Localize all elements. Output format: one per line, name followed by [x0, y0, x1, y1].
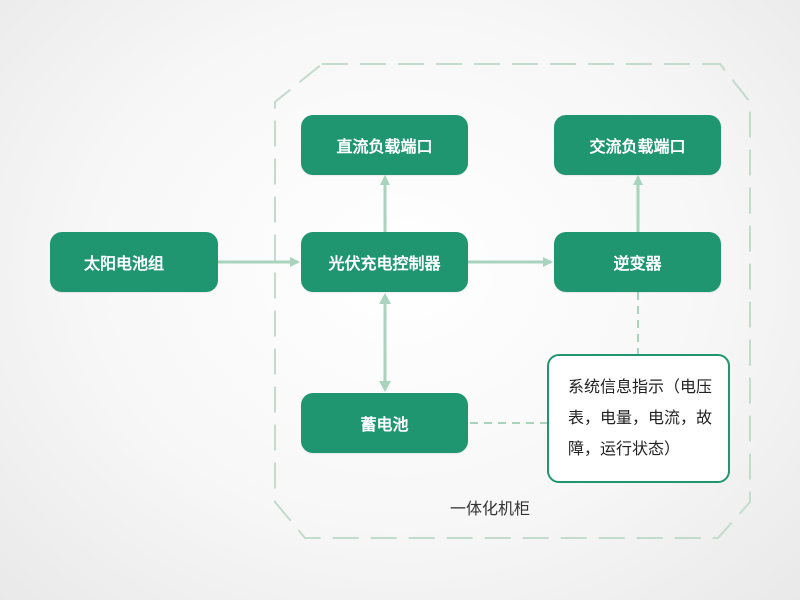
system-info-text: 系统信息指示（电压表，电量，电流，故障，运行状态） — [568, 377, 713, 458]
node-ac-load-port: 交流负载端口 — [554, 115, 721, 175]
node-battery: 蓄电池 — [301, 393, 468, 453]
cabinet-label: 一体化机柜 — [450, 499, 531, 518]
cabinet-dashed-outline — [274, 63, 751, 539]
node-ac-load-port-label: 交流负载端口 — [589, 137, 686, 156]
node-solar-panel: 太阳电池组 — [50, 232, 218, 292]
node-pv-controller: 光伏充电控制器 — [301, 232, 468, 292]
node-dc-load-port: 直流负载端口 — [301, 115, 468, 175]
arrowhead-up — [379, 293, 391, 304]
arrowhead-down — [379, 381, 391, 392]
node-dc-load-port-label: 直流负载端口 — [336, 137, 433, 156]
system-info-panel: 系统信息指示（电压表，电量，电流，故障，运行状态） — [547, 354, 730, 483]
node-inverter: 逆变器 — [554, 232, 721, 292]
node-pv-controller-label: 光伏充电控制器 — [328, 254, 441, 273]
node-inverter-label: 逆变器 — [613, 254, 662, 273]
node-solar-panel-label: 太阳电池组 — [84, 254, 165, 273]
node-battery-label: 蓄电池 — [360, 415, 409, 434]
